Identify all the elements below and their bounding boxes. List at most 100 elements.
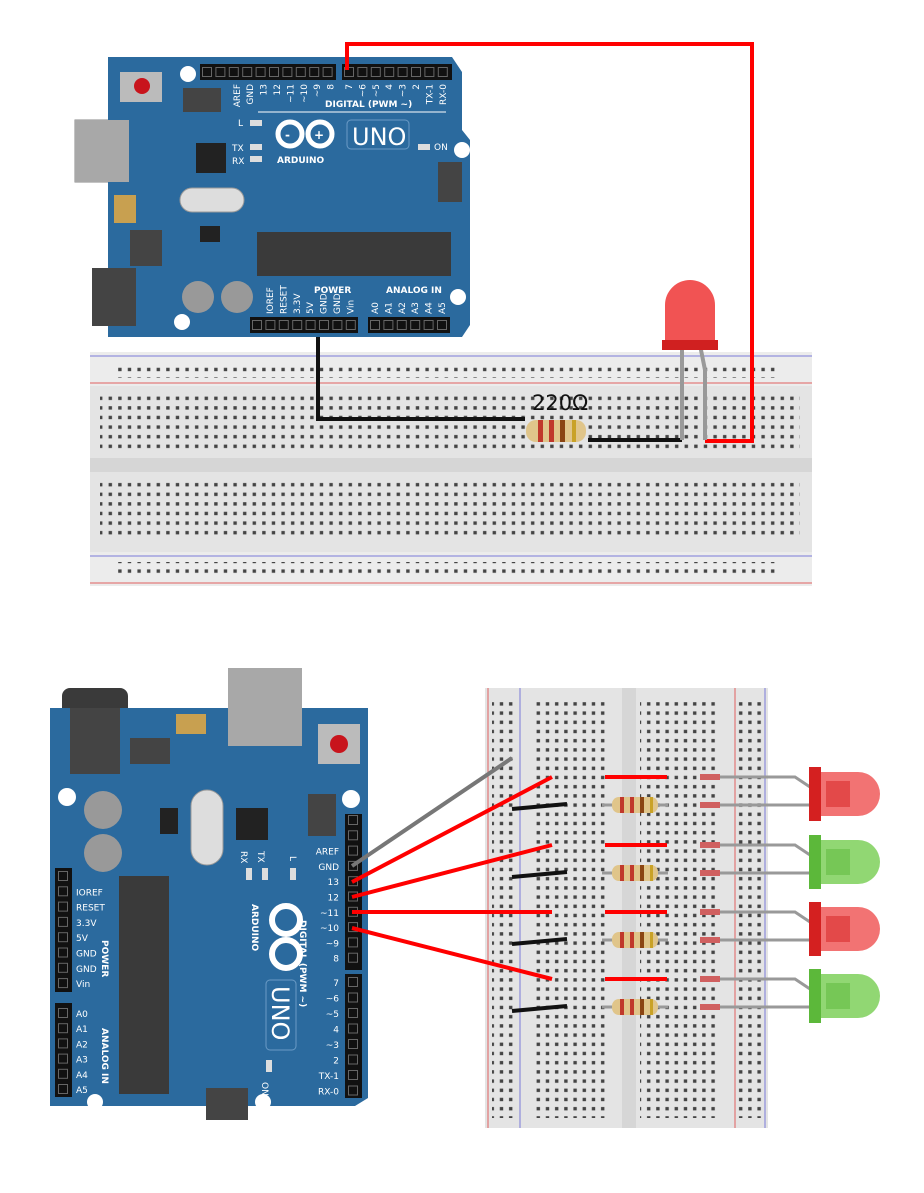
pin-label: 5V xyxy=(306,301,316,314)
pin-label: 2 xyxy=(412,84,422,90)
pin-label: A2 xyxy=(76,1040,88,1050)
brand-label: ARDUINO xyxy=(277,156,325,166)
pin-label: A2 xyxy=(398,302,408,314)
header-pin xyxy=(383,320,394,330)
header-pin xyxy=(348,845,358,856)
header-pin xyxy=(295,67,306,77)
arduino-logo-icon xyxy=(269,903,303,971)
pin-label: ~6 xyxy=(358,84,368,98)
header-pin xyxy=(322,67,333,77)
header-pin xyxy=(410,320,421,330)
resistor xyxy=(602,932,668,948)
pin-label: AREF xyxy=(316,848,339,858)
header-pin xyxy=(58,1023,68,1034)
svg-text:+: + xyxy=(314,128,324,142)
analog-label: ANALOG IN xyxy=(386,286,442,296)
pin-label: RESET xyxy=(76,904,105,914)
pin-label: 8 xyxy=(333,955,339,965)
pin-label: IOREF xyxy=(266,287,276,314)
on-led-label: ON xyxy=(259,1082,269,1096)
header-pin xyxy=(58,962,68,973)
pin-label: ~3 xyxy=(399,84,409,97)
header-pin xyxy=(58,932,68,943)
power-header xyxy=(55,868,72,992)
header-pin xyxy=(58,901,68,912)
bottom-circuit: AREFGND1312~11~10~987~6~54~32TX-1RX-0IOR… xyxy=(50,668,880,1128)
svg-text:-: - xyxy=(285,128,290,142)
header-pin xyxy=(255,67,266,77)
header-pin xyxy=(348,1039,358,1049)
header-pin xyxy=(348,1070,358,1080)
header-pin xyxy=(348,922,358,933)
header-pin xyxy=(309,67,320,77)
led-green xyxy=(700,969,880,1023)
brand-label: ARDUINO xyxy=(249,904,259,952)
power-label: POWER xyxy=(99,940,109,977)
header-pin xyxy=(348,1023,358,1034)
l-led-label: L xyxy=(287,856,297,861)
pin-label: ~3 xyxy=(326,1041,339,1051)
header-pin xyxy=(319,320,329,330)
resistor xyxy=(602,797,668,813)
header-pin xyxy=(348,1054,358,1065)
black-wire xyxy=(511,937,568,946)
header-pin xyxy=(292,320,303,330)
header-pin xyxy=(348,860,358,871)
pin-label: GND xyxy=(76,965,97,975)
pin-label: A5 xyxy=(76,1086,88,1096)
led-red xyxy=(662,280,718,440)
red-wire xyxy=(351,926,553,981)
crystal xyxy=(190,789,224,866)
header-pin xyxy=(348,1008,358,1018)
tx-led-label: TX xyxy=(231,144,244,154)
pin-label: RX-0 xyxy=(439,84,449,105)
header-pin xyxy=(58,1038,68,1049)
header-pin xyxy=(332,320,343,330)
red-wire-pin7 xyxy=(345,42,754,443)
microcontroller-chip xyxy=(257,232,451,276)
pin-label: 4 xyxy=(385,84,395,90)
pin-label: A4 xyxy=(76,1071,88,1081)
header-pin xyxy=(370,67,381,77)
microcontroller-chip xyxy=(119,876,169,1094)
header-pin xyxy=(345,320,356,330)
pin-label: ~11 xyxy=(286,84,296,103)
pin-label: ~5 xyxy=(372,84,382,97)
header-pin xyxy=(58,916,68,927)
pin-label: RESET xyxy=(279,285,289,314)
header-pin xyxy=(348,992,358,1003)
digital-header-label: DIGITAL (PWM ~) xyxy=(297,920,307,1007)
header-pin xyxy=(58,947,68,958)
pin-label: ~9 xyxy=(326,939,340,949)
usb-port-body xyxy=(75,120,129,182)
header-pin xyxy=(58,1008,68,1018)
header-pin xyxy=(282,67,293,77)
pin-label: AREF xyxy=(233,84,243,107)
pin-label: 13 xyxy=(328,878,339,888)
on-led-label: ON xyxy=(434,143,448,153)
pin-label: TX-1 xyxy=(318,1072,339,1082)
rx-led-label: RX xyxy=(238,851,248,863)
pin-label: GND xyxy=(333,293,343,314)
pin-label: 12 xyxy=(273,84,283,95)
digital-header-label: DIGITAL (PWM ~) xyxy=(325,100,412,110)
pin-label: ~11 xyxy=(320,909,339,919)
header-pin xyxy=(423,320,434,330)
pin-label: 2 xyxy=(333,1057,339,1067)
pin-label: A0 xyxy=(371,302,381,314)
pin-label: A0 xyxy=(76,1010,88,1020)
pin-label: GND xyxy=(318,863,339,873)
usb-chip xyxy=(196,143,226,173)
led-green xyxy=(700,835,880,889)
pin-label: 5V xyxy=(76,934,89,944)
pin-label: ~9 xyxy=(313,84,323,98)
black-wire xyxy=(511,1004,568,1013)
header-pin xyxy=(269,67,279,77)
pin-label: 3.3V xyxy=(293,293,303,314)
bottom-arduino-board: AREFGND1312~11~10~987~6~54~32TX-1RX-0IOR… xyxy=(50,668,368,1120)
resistor xyxy=(602,999,668,1015)
pin-label: IOREF xyxy=(76,888,103,898)
pin-label: Vin xyxy=(76,980,90,990)
header-pin xyxy=(228,67,239,77)
pin-label: A3 xyxy=(411,302,421,314)
